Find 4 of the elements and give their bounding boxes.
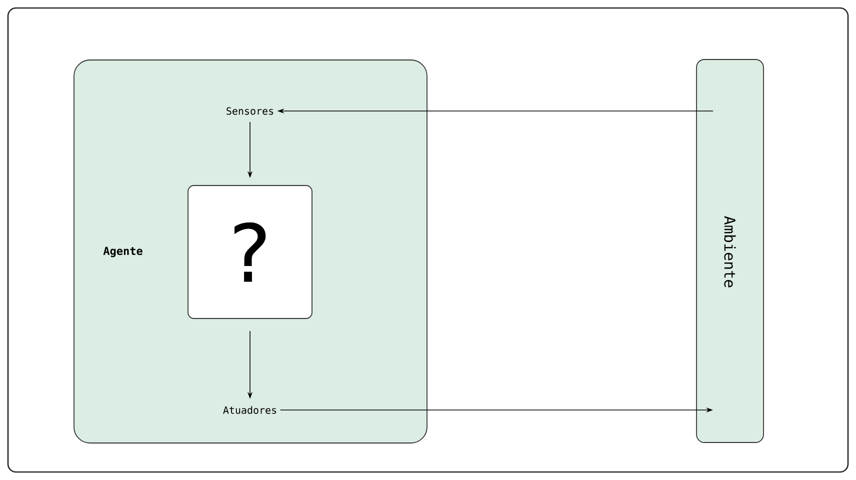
question-box: ? — [188, 185, 312, 319]
label-text: Sensores — [226, 107, 274, 115]
label-text: Atuadores — [223, 406, 276, 414]
environment-box: Ambiente — [696, 59, 764, 443]
